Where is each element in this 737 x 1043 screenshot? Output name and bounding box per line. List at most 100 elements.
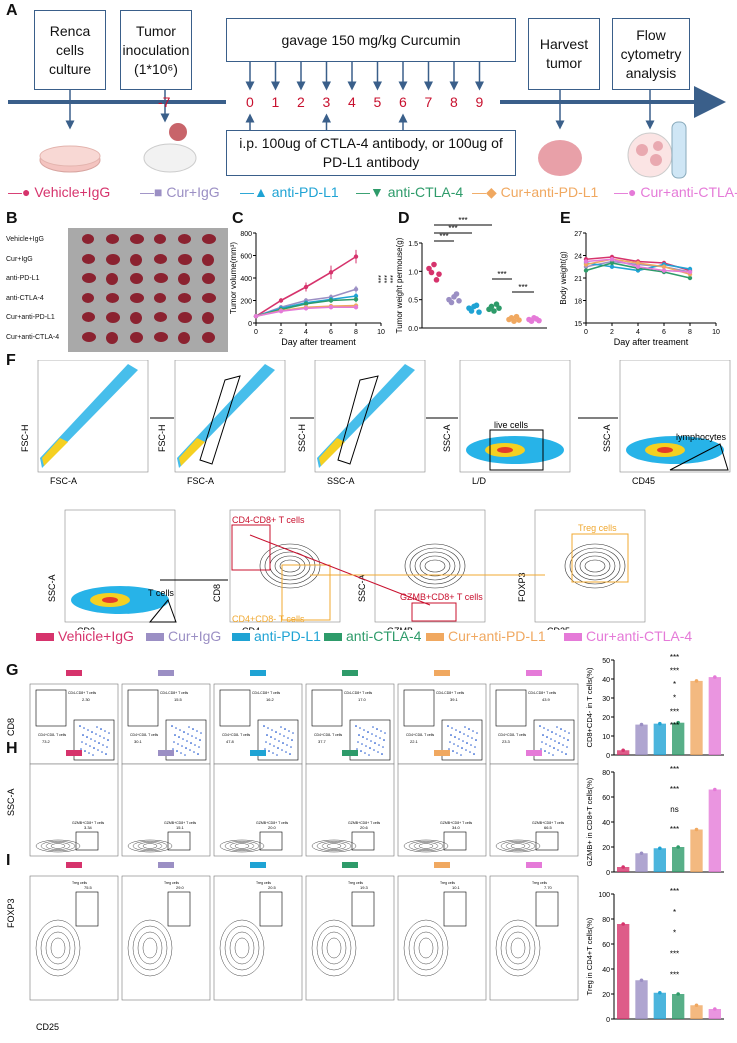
event-dot bbox=[457, 745, 459, 747]
event-dot bbox=[564, 730, 566, 732]
scatter-point bbox=[453, 291, 460, 297]
event-dot bbox=[103, 737, 105, 739]
y-tick-label: 0 bbox=[606, 1017, 610, 1024]
event-dot bbox=[566, 746, 568, 748]
event-dot bbox=[181, 745, 183, 747]
contour bbox=[424, 559, 446, 573]
data-point bbox=[635, 264, 641, 269]
bar bbox=[635, 724, 648, 755]
legend-top-item: —◆ Cur+anti-PD-L1 bbox=[472, 184, 598, 201]
event-dot bbox=[87, 729, 89, 731]
y-tick-label: 40 bbox=[602, 967, 610, 974]
flow-plot bbox=[305, 875, 395, 1001]
event-dot bbox=[171, 725, 173, 727]
tumor-sample bbox=[130, 253, 142, 266]
y-tick-label: 0 bbox=[606, 870, 610, 877]
contour bbox=[45, 931, 71, 965]
bar bbox=[690, 829, 703, 872]
y-axis-label: GZMB+ in CD8+T cells(%) bbox=[585, 777, 594, 866]
data-point bbox=[353, 293, 359, 299]
gate-value: 20.5 bbox=[268, 885, 277, 890]
event-dot bbox=[554, 740, 556, 742]
event-dot bbox=[460, 754, 462, 756]
event-dot bbox=[271, 729, 273, 731]
gate-lymph bbox=[669, 443, 729, 471]
bar-point bbox=[694, 679, 699, 683]
gate-value: 43.9 bbox=[542, 697, 551, 702]
sig-annotation: *** bbox=[380, 275, 387, 283]
event-dot bbox=[557, 749, 559, 751]
event-dot bbox=[559, 735, 561, 737]
y-axis-label: Treg in CD4+T cells(%) bbox=[585, 917, 594, 995]
event-dot bbox=[381, 753, 383, 755]
event-dot bbox=[175, 727, 177, 729]
tumor-sample bbox=[106, 292, 119, 303]
contour bbox=[500, 925, 536, 971]
gate-box bbox=[75, 891, 99, 927]
contour bbox=[127, 839, 173, 853]
legend-label: Cur+anti-CTLA-4 bbox=[586, 628, 693, 644]
y-tick-label: 400 bbox=[240, 276, 252, 283]
contour bbox=[408, 840, 444, 852]
event-dot bbox=[283, 735, 285, 737]
contour bbox=[418, 843, 434, 849]
contour bbox=[311, 839, 357, 853]
event-dot bbox=[291, 739, 293, 741]
contour bbox=[321, 931, 347, 965]
contour bbox=[510, 937, 526, 959]
scatter-point bbox=[436, 271, 442, 277]
y-tick-label: 1.0 bbox=[408, 269, 418, 276]
density-core bbox=[42, 438, 68, 466]
event-dot bbox=[180, 752, 182, 754]
legend-label: Vehicle+IgG bbox=[34, 184, 111, 200]
event-dot bbox=[548, 752, 550, 754]
x-axis-label: Day after treament bbox=[281, 337, 356, 347]
tumor-sample bbox=[178, 273, 190, 285]
density-core bbox=[319, 438, 345, 466]
data-point bbox=[635, 260, 641, 266]
flow-plot bbox=[213, 875, 303, 1001]
group-swatch bbox=[526, 750, 542, 756]
tumor-sample bbox=[130, 234, 144, 244]
contour bbox=[45, 842, 71, 850]
event-dot bbox=[555, 733, 557, 735]
group-swatch bbox=[66, 750, 82, 756]
y-tick-label: 60 bbox=[602, 795, 610, 802]
legend-label: Cur+anti-PD-L1 bbox=[448, 628, 546, 644]
panel-i-label: I bbox=[6, 852, 11, 869]
event-dot bbox=[362, 736, 364, 738]
event-dot bbox=[371, 733, 373, 735]
gate-label: CD4-CD8+ T cells bbox=[160, 691, 188, 695]
renca-box: Renca cells culture bbox=[34, 10, 106, 90]
contour bbox=[132, 925, 168, 971]
event-dot bbox=[357, 741, 359, 743]
event-dot bbox=[556, 726, 558, 728]
y-tick-label: 0 bbox=[606, 753, 610, 760]
bar bbox=[672, 994, 685, 1019]
event-dot bbox=[561, 751, 563, 753]
contour bbox=[321, 842, 347, 850]
sig-annotation: *** bbox=[670, 887, 679, 896]
legend-swatch-icon bbox=[36, 633, 54, 642]
contour bbox=[234, 843, 250, 849]
data-point bbox=[303, 301, 309, 307]
event-dot bbox=[83, 727, 85, 729]
y-tick-label: 60 bbox=[602, 942, 610, 949]
event-dot bbox=[193, 751, 195, 753]
panel-d-label: D bbox=[398, 210, 410, 227]
bar-point bbox=[639, 851, 644, 856]
contour bbox=[510, 843, 526, 849]
gate-value: 2.30 bbox=[82, 697, 91, 702]
y-tick-label: 0.5 bbox=[408, 298, 418, 305]
event-dot bbox=[277, 747, 279, 749]
tumor-sample bbox=[154, 312, 167, 322]
row-y-label: SSC-A bbox=[6, 788, 16, 816]
contour bbox=[569, 547, 621, 585]
gate-label: CD4+CD8- T cells bbox=[406, 733, 434, 737]
gate-value: 73.2 bbox=[42, 739, 51, 744]
bar bbox=[617, 924, 630, 1019]
event-dot bbox=[367, 731, 369, 733]
contour bbox=[403, 839, 449, 853]
